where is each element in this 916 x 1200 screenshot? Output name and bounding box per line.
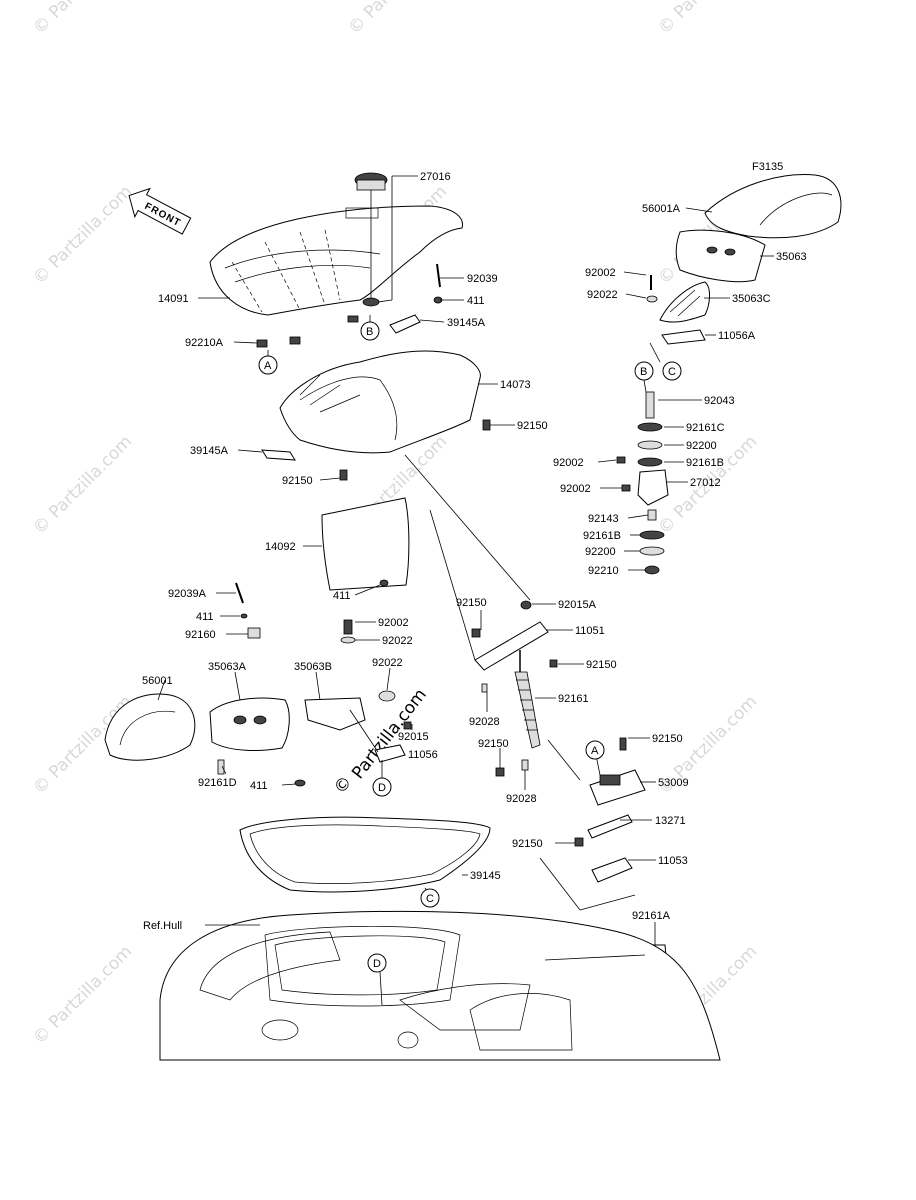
part-label: 92150 [512, 838, 543, 850]
seat-lock-part [279, 350, 481, 454]
callout-a: A [591, 745, 599, 757]
cover-part [321, 497, 410, 591]
part-label: 92002 [378, 617, 409, 629]
watermark: © Partzilla.com [29, 432, 136, 539]
left-lower-parts [104, 582, 412, 787]
watermark: © Partzilla.com [29, 182, 136, 289]
part-label: 92150 [478, 738, 509, 750]
part-label: 35063 [776, 251, 807, 263]
part-label: 92022 [372, 657, 403, 669]
latch-stack-part [616, 391, 669, 575]
callout-d: D [378, 782, 386, 794]
callout-c: C [668, 366, 676, 378]
part-label: 92200 [686, 440, 717, 452]
part-label: 27016 [420, 171, 451, 183]
callout-c: C [426, 893, 434, 905]
part-label: 92161 [558, 693, 589, 705]
part-label: 92150 [517, 420, 548, 432]
callout-b: B [640, 366, 647, 378]
part-label: 92022 [587, 289, 618, 301]
part-label: 92161A [632, 910, 671, 922]
part-label: 92002 [560, 483, 591, 495]
part-label: 92150 [652, 733, 683, 745]
part-label: 39145 [470, 870, 501, 882]
gasket-part [239, 816, 491, 893]
part-label: 35063C [732, 293, 771, 305]
part-label: 92022 [382, 635, 413, 647]
callouts: A B B C D A C D [258, 321, 682, 973]
part-label: 53009 [658, 777, 689, 789]
part-label: 92210A [185, 337, 224, 349]
part-label: 11056A [718, 330, 756, 342]
part-label: 92002 [553, 457, 584, 469]
part-label: 92015 [398, 731, 429, 743]
callout-a: A [264, 360, 272, 372]
part-label: 411 [250, 780, 268, 792]
diagram-code: F3135 [752, 161, 783, 173]
front-arrow: FRONT [128, 187, 192, 235]
part-label: 14092 [265, 541, 296, 553]
part-label: 11051 [575, 625, 605, 637]
callout-d: D [373, 958, 381, 970]
part-label: 92161B [686, 457, 724, 469]
part-label: 92002 [585, 267, 616, 279]
part-label: 92160 [185, 629, 216, 641]
part-label: 35063A [208, 661, 247, 673]
part-label: 11056 [408, 749, 438, 761]
part-label: 56001 [142, 675, 173, 687]
part-label: 11053 [658, 855, 688, 867]
part-label: 92200 [585, 546, 616, 558]
part-label: 411 [196, 611, 214, 623]
part-label: 92161C [686, 422, 725, 434]
part-label: 92028 [469, 716, 500, 728]
part-label: 411 [333, 590, 351, 602]
damper-part [471, 600, 558, 777]
hull-part [159, 910, 721, 1061]
part-label: 92210 [588, 565, 619, 577]
part-label: 411 [467, 295, 485, 307]
part-label: 92028 [506, 793, 537, 805]
watermark: © Partzilla.com [29, 0, 136, 39]
part-label: 92039 [467, 273, 498, 285]
part-label: 14073 [500, 379, 531, 391]
part-label: 35063B [294, 661, 332, 673]
part-label: 92150 [586, 659, 617, 671]
part-label: 92043 [704, 395, 735, 407]
part-label: 92039A [168, 588, 207, 600]
part-label: 92143 [588, 513, 619, 525]
callout-b: B [366, 326, 373, 338]
part-label: 92015A [558, 599, 597, 611]
seat-part [209, 205, 464, 316]
leader-lines [157, 175, 774, 1006]
part-label: 27012 [690, 477, 721, 489]
part-label: 14091 [158, 293, 189, 305]
watermark: © Partzilla.com [29, 942, 136, 1049]
cap-part [354, 172, 388, 307]
part-label: 92161D [198, 777, 237, 789]
part-label: 13271 [655, 815, 686, 827]
part-labels: F3135 27016 92039 411 39145A 14091 92210… [142, 161, 807, 932]
part-label: 39145A [190, 445, 229, 457]
hatch-cover-part [646, 174, 842, 345]
part-label: 92150 [282, 475, 313, 487]
watermark: © Partzilla.com [654, 0, 761, 39]
part-label: 56001A [642, 203, 681, 215]
ref-hull-label: Ref.Hull [143, 920, 182, 932]
part-label: 92161B [583, 530, 621, 542]
part-label: 92150 [456, 597, 487, 609]
copyright-symbol: © [330, 772, 356, 798]
part-label: 39145A [447, 317, 486, 329]
fasteners-top [256, 263, 491, 587]
watermark: © Partzilla.com [344, 0, 451, 39]
